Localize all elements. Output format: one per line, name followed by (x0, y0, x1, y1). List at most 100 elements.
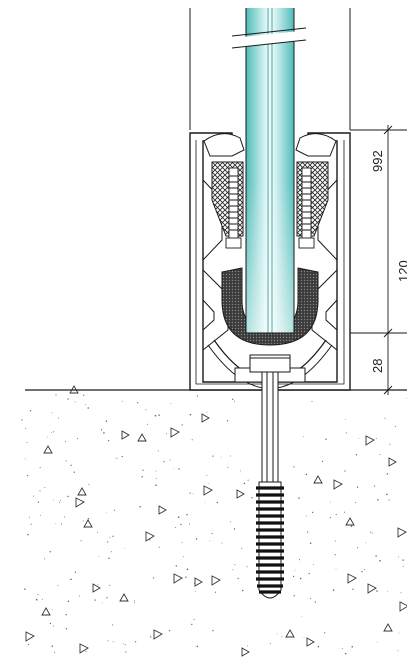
aggregate-dot (281, 636, 283, 638)
aggregate-dot (212, 630, 214, 632)
aggregate-dot (351, 646, 353, 648)
aggregate-mark (333, 479, 343, 490)
aggregate-dot (60, 523, 63, 525)
aggregate-dot (230, 521, 232, 523)
aggregate-dot (343, 511, 346, 513)
aggregate-dot (96, 531, 98, 533)
aggregate-dot (220, 456, 222, 458)
aggregate-dot (57, 584, 59, 586)
aggregate-mark (285, 629, 295, 638)
aggregate-dot (105, 420, 108, 423)
aggregate-dot (49, 551, 52, 553)
aggregate-dot (109, 584, 111, 586)
aggregate-dot (107, 640, 109, 642)
aggregate-mark (367, 583, 377, 594)
aggregate-dot (371, 532, 373, 534)
aggregate-dot (59, 501, 60, 503)
aggregate-dot (65, 628, 68, 630)
aggregate-dot (37, 593, 39, 595)
aggregate-dot (246, 566, 248, 568)
aggregate-dot (39, 514, 41, 516)
aggregate-dot (141, 476, 143, 478)
aggregate-dot (87, 518, 90, 520)
aggregate-dot (70, 464, 72, 466)
aggregate-dot (355, 502, 357, 504)
dimension-label-top: 992 (370, 150, 385, 172)
aggregate-mark (241, 647, 250, 657)
aggregate-dot (357, 547, 359, 549)
aggregate-dot (67, 495, 69, 498)
aggregate-dot (158, 546, 160, 548)
aggregate-dot (208, 483, 210, 484)
aggregate-dot (157, 450, 159, 452)
aggregate-dot (388, 499, 390, 501)
aggregate-dot (301, 615, 303, 617)
aggregate-dot (386, 493, 388, 496)
aggregate-dot (125, 651, 127, 653)
aggregate-dot (375, 438, 377, 440)
aggregate-dot (84, 404, 86, 406)
aggregate-dot (189, 523, 191, 525)
aggregate-dot (350, 525, 353, 528)
aggregate-mark (236, 489, 245, 499)
aggregate-dot (70, 578, 72, 581)
aggregate-dot (189, 413, 192, 416)
aggregate-dot (375, 555, 377, 557)
aggregate-dot (178, 468, 180, 470)
aggregate-dot (155, 484, 157, 486)
aggregate-dot (55, 394, 57, 396)
aggregate-dot (191, 439, 193, 441)
aggregate-dot (74, 571, 77, 573)
aggregate-dot (308, 572, 310, 575)
aggregate-dot (344, 470, 346, 472)
aggregate-dot (121, 400, 123, 402)
aggregate-dot (330, 501, 331, 503)
aggregate-dot (182, 556, 184, 558)
concrete-substrate (21, 385, 407, 657)
aggregate-dot (314, 601, 317, 603)
aggregate-dot (311, 400, 313, 402)
aggregate-dot (321, 460, 324, 463)
aggregate-dot (241, 589, 244, 592)
aggregate-mark (194, 577, 203, 587)
aggregate-dot (309, 542, 312, 544)
aggregate-dot (51, 609, 53, 611)
aggregate-dot (193, 583, 195, 584)
aggregate-dot (293, 466, 295, 468)
aggregate-dot (356, 486, 359, 488)
aggregate-dot (394, 425, 396, 427)
aggregate-dot (165, 433, 167, 435)
aggregate-dot (51, 645, 54, 647)
aggregate-dot (139, 506, 141, 508)
aggregate-dot (54, 651, 56, 654)
aggregate-mark (75, 497, 85, 508)
aggregate-dot (211, 532, 213, 535)
aggregate-dot (115, 458, 117, 459)
aggregate-dot (305, 515, 307, 517)
aggregate-dot (191, 623, 193, 626)
aggregate-dot (376, 590, 378, 592)
aggregate-dot (344, 652, 347, 655)
aggregate-dot (116, 457, 118, 459)
aggregate-dot (153, 577, 155, 579)
aggregate-dot (196, 645, 199, 648)
aggregate-dot (29, 410, 32, 412)
aggregate-dot (124, 548, 126, 550)
aggregate-dot (204, 502, 206, 504)
aggregate-mark (79, 643, 89, 654)
aggregate-dot (212, 455, 214, 457)
aggregate-dot (335, 514, 337, 516)
aggregate-mark (211, 575, 221, 586)
aggregate-dot (177, 516, 180, 518)
aggregate-dot (121, 455, 123, 458)
aggregate-dot (109, 536, 111, 538)
aggregate-dot (163, 461, 165, 463)
aggregate-dot (154, 414, 157, 417)
aggregate-dot (276, 633, 278, 635)
aggregate-dot (55, 523, 57, 524)
aggregate-dot (49, 622, 52, 625)
aggregate-dot (377, 499, 379, 501)
aggregate-dot (58, 417, 59, 419)
dimension-lines (350, 125, 407, 395)
aggregate-mark (25, 631, 35, 642)
